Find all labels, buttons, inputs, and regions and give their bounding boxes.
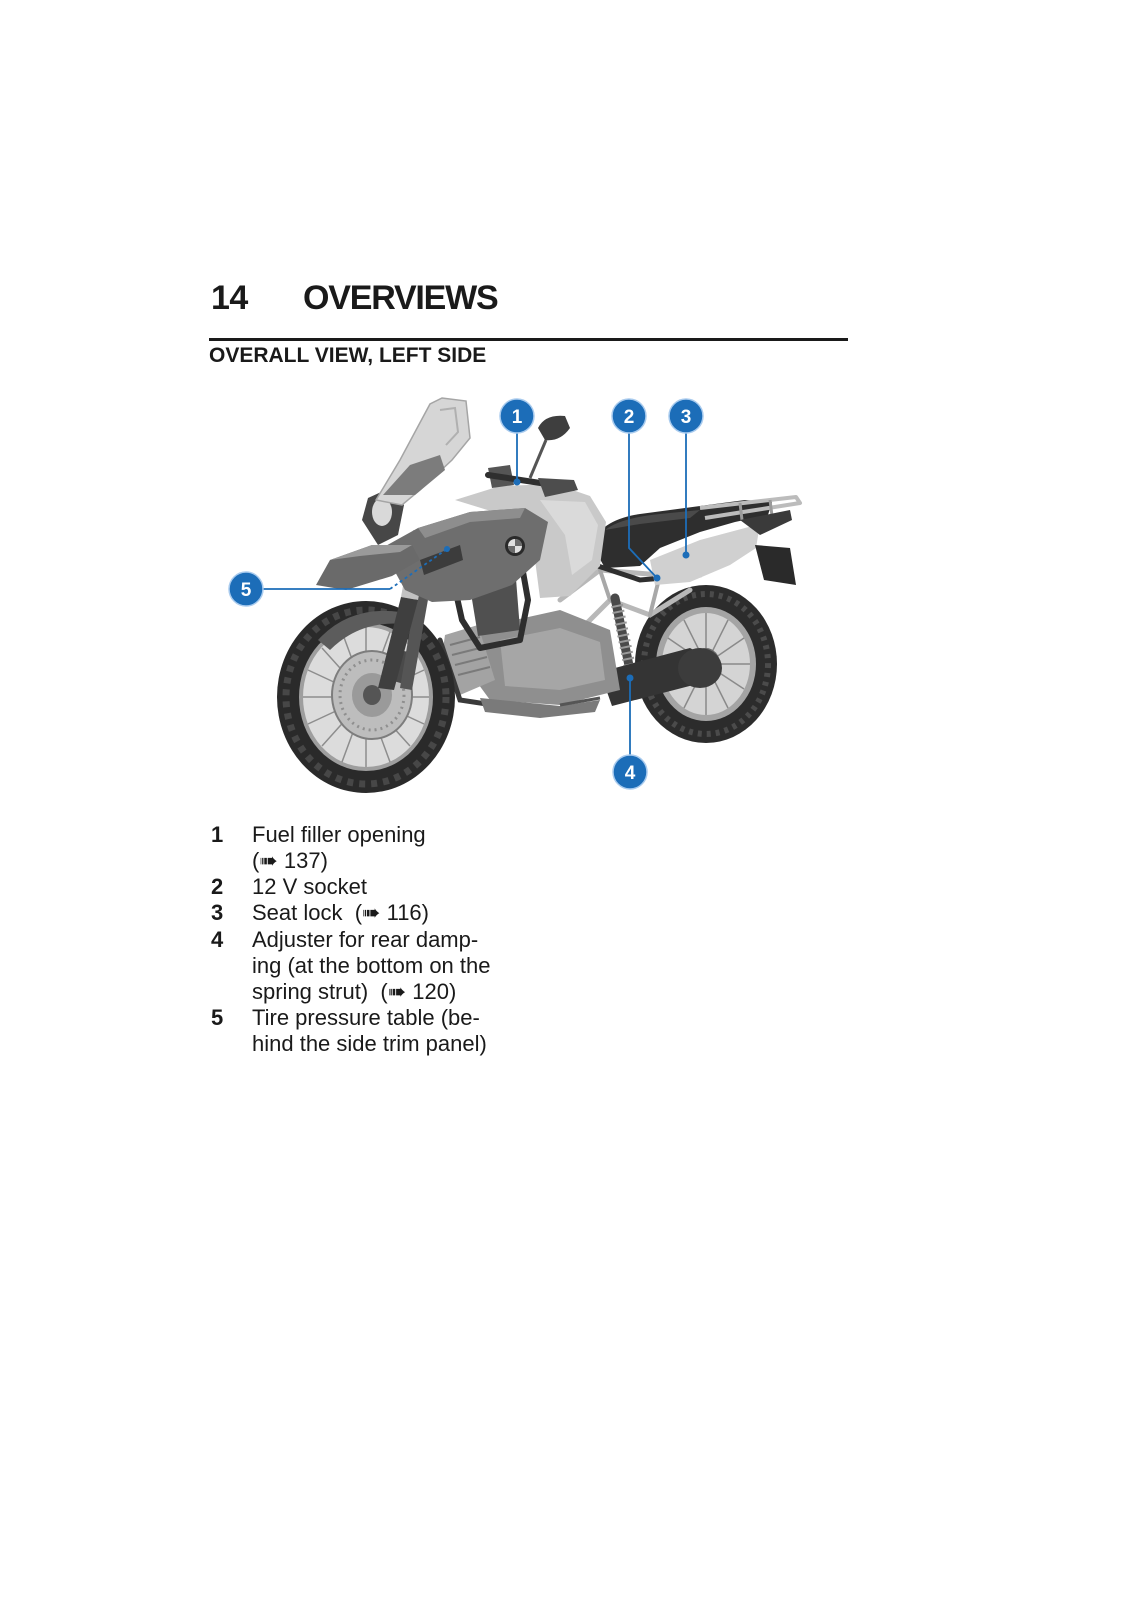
legend-item-3: 3 Seat lock (➠ 116) [211, 900, 531, 926]
legend-text-line: Adjuster for rear damp- [252, 926, 479, 952]
legend-text-line: spring strut) (➠ 120) [252, 978, 457, 1004]
front-beak [316, 545, 420, 590]
brand-roundel-icon [505, 536, 525, 556]
callout-number: 1 [512, 407, 523, 428]
callout-number: 5 [241, 580, 252, 601]
rear-side-cover [650, 524, 760, 585]
legend-text: Seat lock (➠ 116) [252, 900, 531, 926]
callout-2: 2 [611, 398, 661, 582]
front-fender [318, 610, 405, 650]
callout-5: 5 [228, 546, 450, 607]
callout-number: 2 [624, 407, 635, 428]
front-wheel [277, 601, 455, 793]
section-title: OVERALL VIEW, LEFT SIDE [209, 344, 487, 367]
legend-text: Tire pressure table (be- hind the side t… [252, 1005, 531, 1057]
page-number: 14 [211, 279, 248, 317]
callout-3: 3 [668, 398, 704, 559]
legend-item-4: 4 Adjuster for rear damp- ing (at the bo… [211, 927, 531, 1005]
callout-number: 3 [681, 407, 692, 428]
legend-item-5: 5 Tire pressure table (be- hind the side… [211, 1005, 531, 1057]
legend-text-line: Seat lock (➠ 116) [252, 900, 429, 926]
header-rule [209, 338, 848, 341]
chapter-title: OVERVIEWS [303, 279, 499, 317]
legend-text: Fuel filler opening (➠ 137) [252, 822, 531, 874]
legend-list: 1 Fuel filler opening (➠ 137) 2 12 V soc… [211, 822, 531, 1057]
legend-text-line: 12 V socket [252, 874, 367, 900]
legend-number: 1 [211, 822, 224, 847]
legend-number: 5 [211, 1005, 224, 1031]
luggage-rack [699, 495, 802, 521]
legend-text-line: Fuel filler opening [252, 822, 426, 847]
license-plate-holder [755, 545, 796, 585]
windscreen [374, 397, 471, 506]
legend-text-line: Tire pressure table (be- [252, 1005, 480, 1031]
legend-text-line: ing (at the bottom on the [252, 952, 491, 978]
motorcycle-illustration [277, 397, 802, 793]
swingarm [600, 648, 722, 706]
legend-page-reference: (➠ 137) [252, 848, 328, 874]
legend-text-line: hind the side trim panel) [252, 1031, 487, 1057]
cockpit [485, 415, 578, 497]
legend-text: 12 V socket [252, 874, 531, 900]
callout-number: 4 [625, 763, 636, 784]
legend-text: Adjuster for rear damp- ing (at the bott… [252, 927, 531, 1005]
engine [437, 610, 620, 718]
callout-1: 1 [499, 398, 535, 486]
legend-item-1: 1 Fuel filler opening (➠ 137) [211, 822, 531, 874]
side-trim-panel [382, 508, 548, 602]
motorcycle-overview-figure: 1 2 3 4 5 [228, 397, 802, 793]
legend-item-2: 2 12 V socket [211, 874, 531, 900]
legend-number: 4 [211, 926, 224, 952]
callout-4: 4 [612, 674, 648, 790]
legend-number: 2 [211, 874, 224, 900]
rear-fender [740, 510, 792, 535]
legend-number: 3 [211, 900, 224, 926]
